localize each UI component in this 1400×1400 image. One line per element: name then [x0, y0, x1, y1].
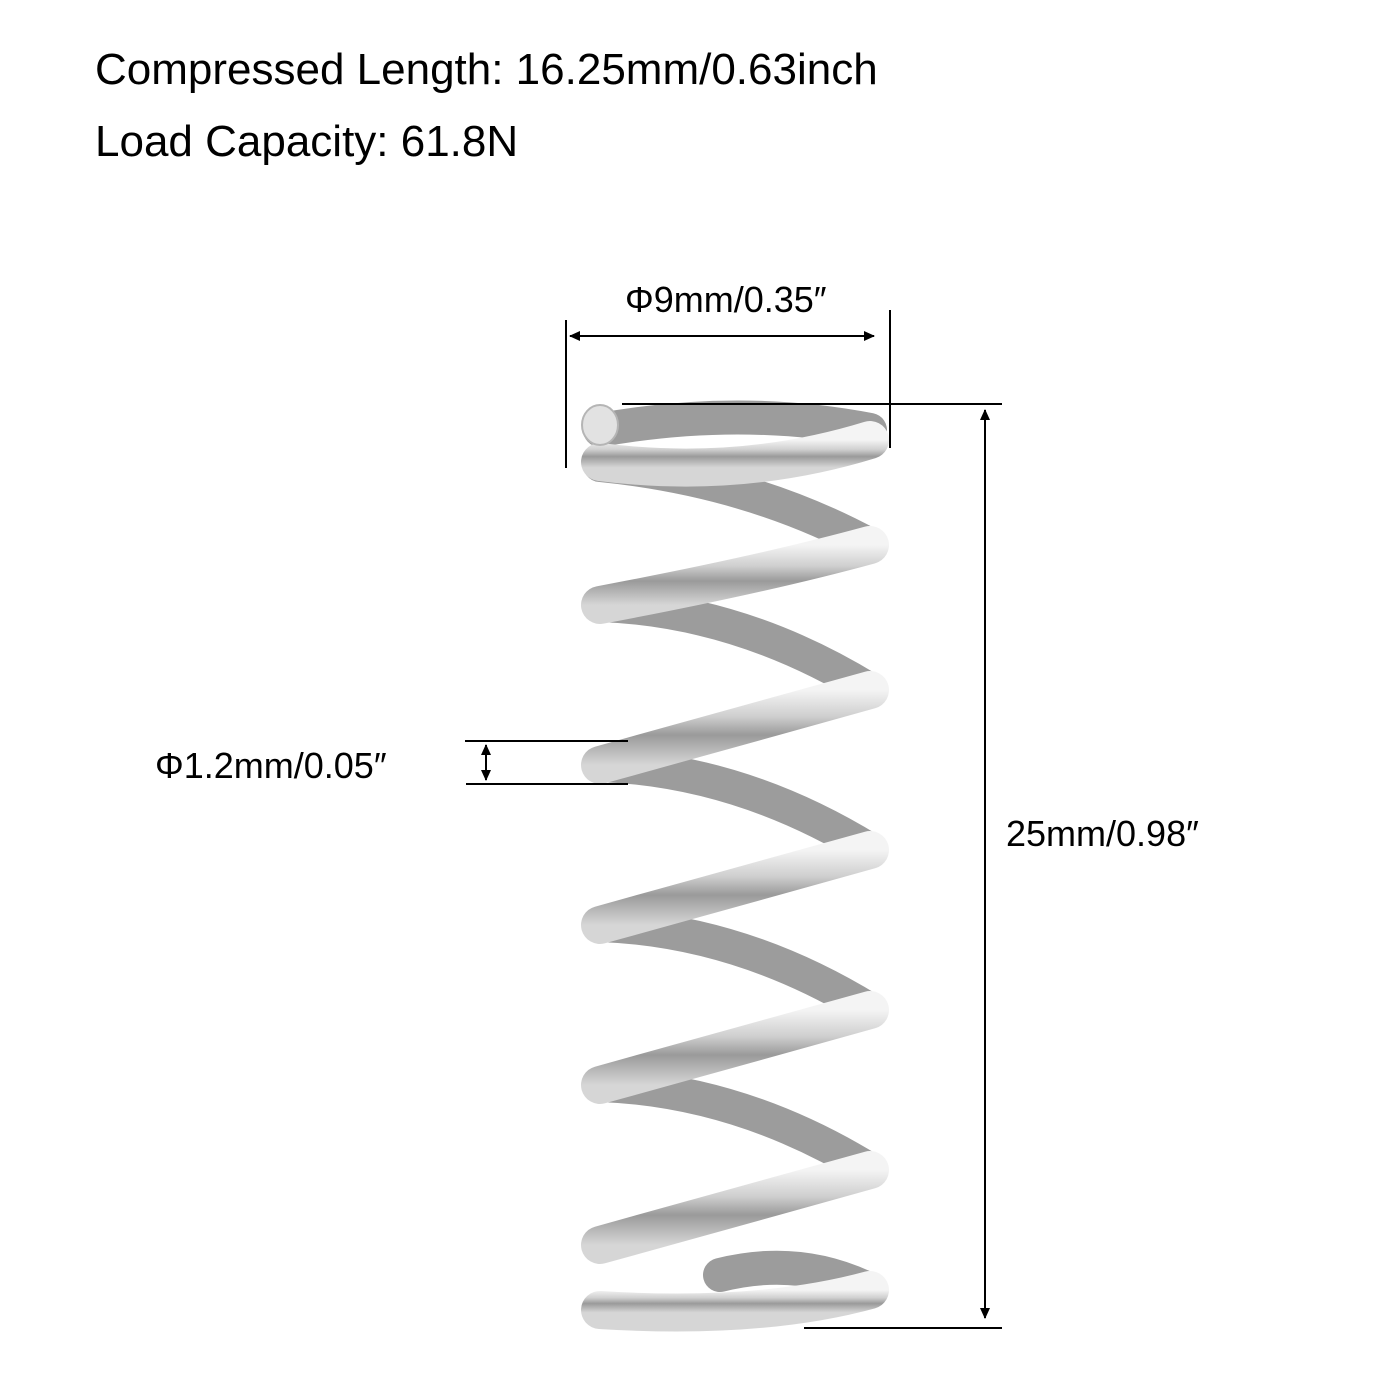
spec-compressed-length: Compressed Length: 16.25mm/0.63inch	[95, 45, 878, 94]
wire-diameter-dimension	[465, 740, 628, 785]
outer-diameter-dimension	[565, 310, 891, 468]
wire-diameter-label: Φ1.2mm/0.05″	[155, 745, 387, 786]
free-length-dimension	[622, 403, 1002, 1329]
wire-end-face	[581, 404, 619, 446]
spec-load-capacity: Load Capacity: 61.8N	[95, 117, 519, 166]
free-length-label: 25mm/0.98″	[1006, 813, 1199, 854]
spring-front-coils	[581, 421, 889, 1332]
outer-diameter-label: Φ9mm/0.35″	[625, 279, 827, 320]
spring-image	[581, 400, 889, 1332]
